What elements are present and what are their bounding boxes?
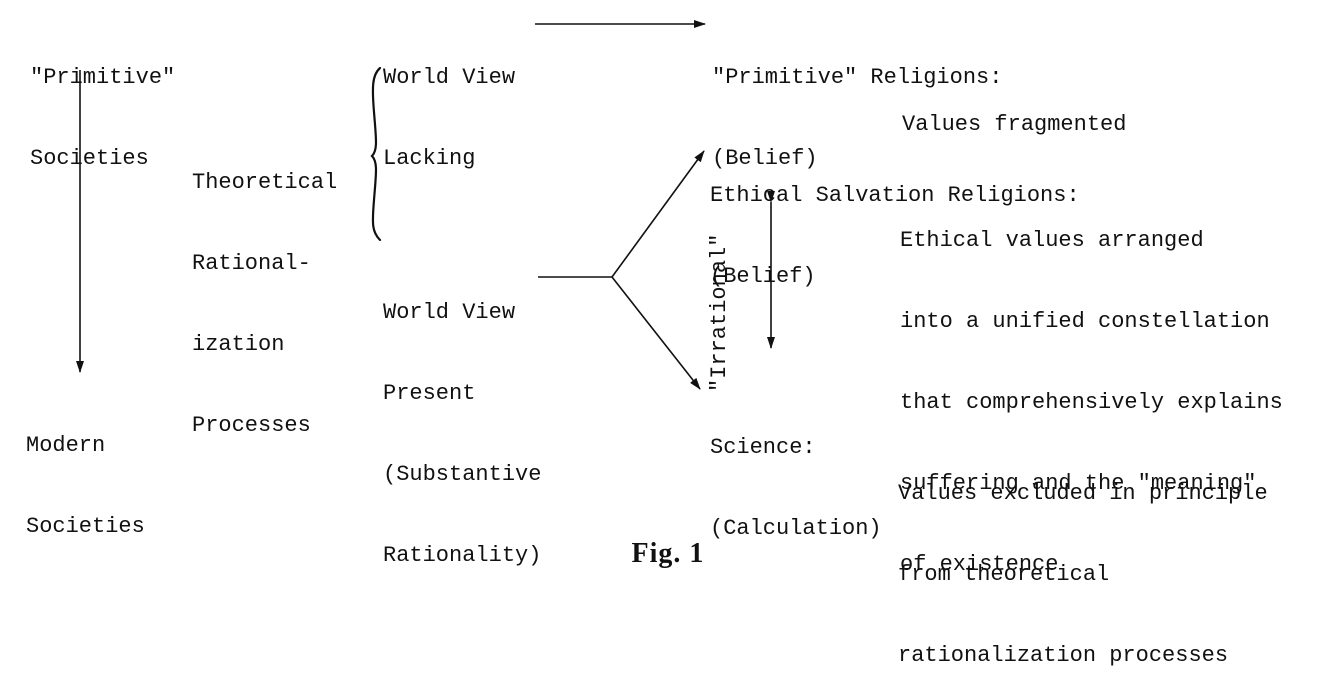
ethical-values-line-3: that comprehensively explains — [900, 390, 1283, 415]
modern-societies-line-2: Societies — [26, 514, 145, 539]
modern-societies-label: Modern Societies — [26, 378, 145, 567]
figure-caption: Fig. 1 — [631, 538, 705, 569]
primitive-societies-line-1: "Primitive" — [30, 65, 176, 90]
world-view-present-label: World View Present (Substantive Rational… — [383, 245, 541, 596]
primitive-religions-label: "Primitive" Religions: (Belief) — [712, 10, 1002, 199]
theoretical-line-3: ization — [192, 332, 285, 357]
ethical-values-line-5: of existence — [900, 552, 1059, 577]
science-label: Science: (Calculation) — [710, 380, 882, 569]
world-view-present-line-2: Present — [383, 381, 476, 406]
science-line-2: (Calculation) — [710, 516, 882, 541]
primitive-religions-line-2: (Belief) — [712, 146, 818, 171]
science-line-1: Science: — [710, 435, 816, 460]
world-view-present-line-3: (Substantive — [383, 462, 542, 487]
values-excluded-line-3: rationalization processes — [898, 643, 1229, 668]
ethical-values-label: Ethical values arranged into a unified c… — [900, 173, 1283, 605]
values-fragmented-label: Values fragmented — [902, 57, 1126, 165]
values-excluded-line-1: Values excluded in principle — [898, 481, 1268, 506]
theoretical-line-2: Rational- — [192, 251, 311, 276]
ethical-values-line-2: into a unified constellation — [900, 309, 1270, 334]
ethical-religions-line-1: Ethical Salvation Religions: — [710, 183, 1080, 208]
theoretical-rationalization-label: Theoretical Rational- ization Processes — [192, 115, 337, 466]
ethical-values-line-1: Ethical values arranged — [900, 228, 1204, 253]
science-arrow — [611, 276, 701, 390]
modern-societies-line-1: Modern — [26, 433, 106, 458]
ethical-values-line-4: suffering and the "meaning" — [900, 471, 1257, 496]
theoretical-line-1: Theoretical — [192, 170, 338, 195]
irrational-label: "Irrational" — [707, 233, 732, 392]
world-view-lacking-label: World View Lacking — [383, 10, 515, 199]
connector-lines — [76, 20, 775, 390]
primitive-societies-line-2: Societies — [30, 146, 149, 171]
values-fragmented-line: Values fragmented — [902, 112, 1127, 137]
values-excluded-line-2: from theoretical — [898, 562, 1110, 587]
curly-brace — [370, 66, 382, 242]
ethical-arrow — [611, 150, 705, 278]
ethical-religions-line-2: (Belief) — [710, 264, 816, 289]
theoretical-line-4: Processes — [192, 413, 311, 438]
world-view-lacking-line-2: Lacking — [383, 146, 476, 171]
world-view-lacking-line-1: World View — [383, 65, 516, 90]
ethical-religions-label: Ethical Salvation Religions: (Belief) — [710, 128, 1080, 317]
world-view-present-line-1: World View — [383, 300, 516, 325]
primitive-societies-label: "Primitive" Societies — [30, 10, 175, 199]
primitive-religions-line-1: "Primitive" Religions: — [712, 65, 1003, 90]
world-view-present-line-4: Rationality) — [383, 543, 542, 568]
